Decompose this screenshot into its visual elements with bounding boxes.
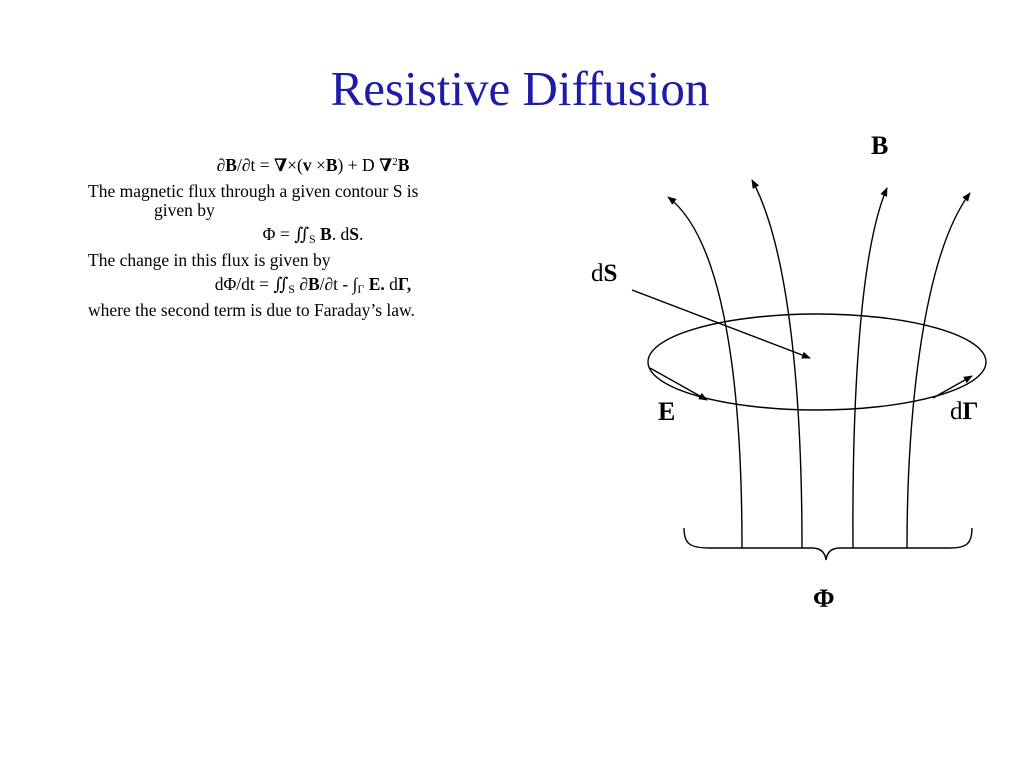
label-dgamma: dΓ xyxy=(950,398,979,425)
field-line-4 xyxy=(906,192,971,549)
induction-equation: ∂B/∂t = ∇×(v ×B) + D ∇2B xyxy=(216,155,410,175)
flux-change-equation: dΦ/dt = ∬S ∂B/∂t - ∫Γ E. dΓ, xyxy=(214,274,412,296)
label-ds: dS xyxy=(591,260,618,287)
body-text: ∂B/∂t = ∇×(v ×B) + D ∇2B The magnetic fl… xyxy=(88,156,538,325)
label-phi: Φ xyxy=(813,584,835,613)
faraday-note-text: where the second term is due to Faraday’… xyxy=(88,300,415,320)
dgamma-arrow xyxy=(932,375,973,399)
contour-ellipse xyxy=(647,313,987,411)
flux-change-text: The change in this flux is given by xyxy=(88,250,331,270)
flux-brace xyxy=(683,527,973,561)
field-line-1 xyxy=(667,196,743,549)
slide-title: Resistive Diffusion xyxy=(330,61,710,116)
e-arrow xyxy=(649,367,708,401)
flux-definition-text: The magnetic flux through a given contou… xyxy=(88,181,419,220)
label-b: B xyxy=(871,131,889,160)
label-e: E xyxy=(658,397,676,426)
field-line-2 xyxy=(751,179,803,549)
flux-equation: Φ = ∬S B. dS. xyxy=(262,224,364,246)
ds-arrow xyxy=(631,289,811,359)
field-line-3 xyxy=(852,187,888,549)
